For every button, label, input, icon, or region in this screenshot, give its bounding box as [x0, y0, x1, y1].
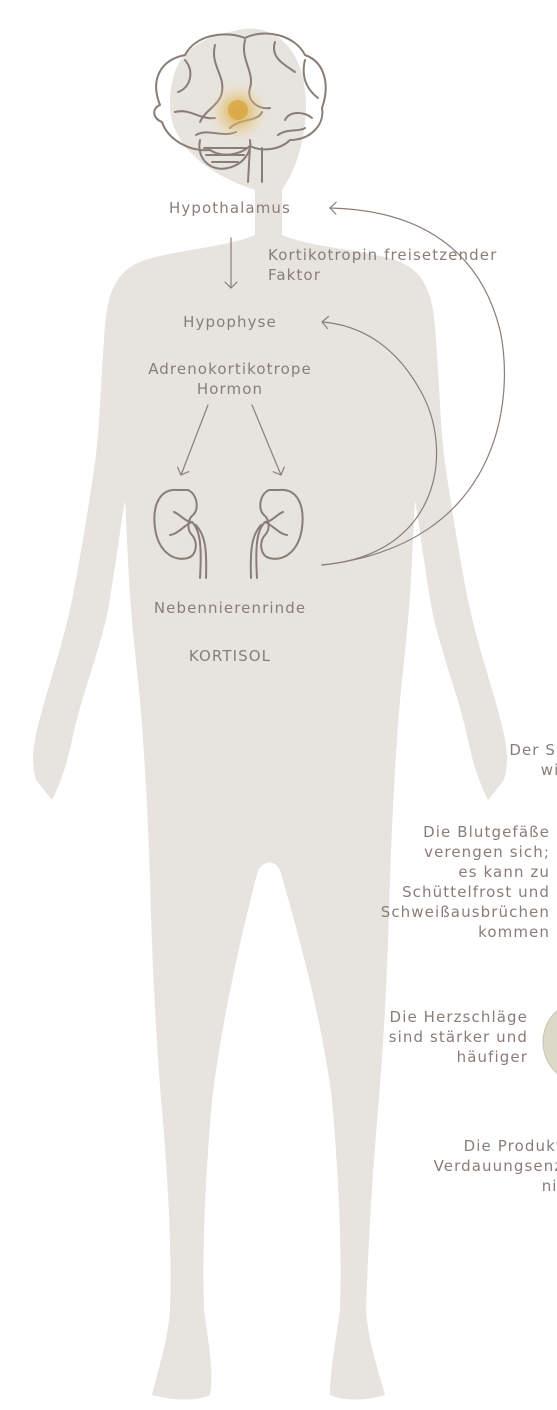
effect-herz: Die Herzschläge sind stärker und häufige…: [320, 1007, 528, 1067]
label-hypophyse: Hypophyse: [140, 312, 320, 332]
effect-blutgefaesse: Die Blutgefäße verengen sich; es kann zu…: [310, 822, 550, 942]
label-crf: Kortikotropin freisetzender Faktor: [268, 245, 557, 285]
effect-speichel: Der Spe wird: [377, 740, 557, 780]
label-nebennierenrinde: Nebennierenrinde: [120, 598, 340, 618]
label-hypothalamus: Hypothalamus: [140, 198, 320, 218]
label-acth: Adrenokortikotrope Hormon: [115, 359, 345, 399]
label-kortisol: KORTISOL: [140, 646, 320, 666]
hypothalamus-dot: [228, 100, 248, 120]
effect-verdauung: Die Produktion Verdauungsenzym nimm: [404, 1136, 557, 1196]
heart-organ: [543, 1000, 557, 1084]
